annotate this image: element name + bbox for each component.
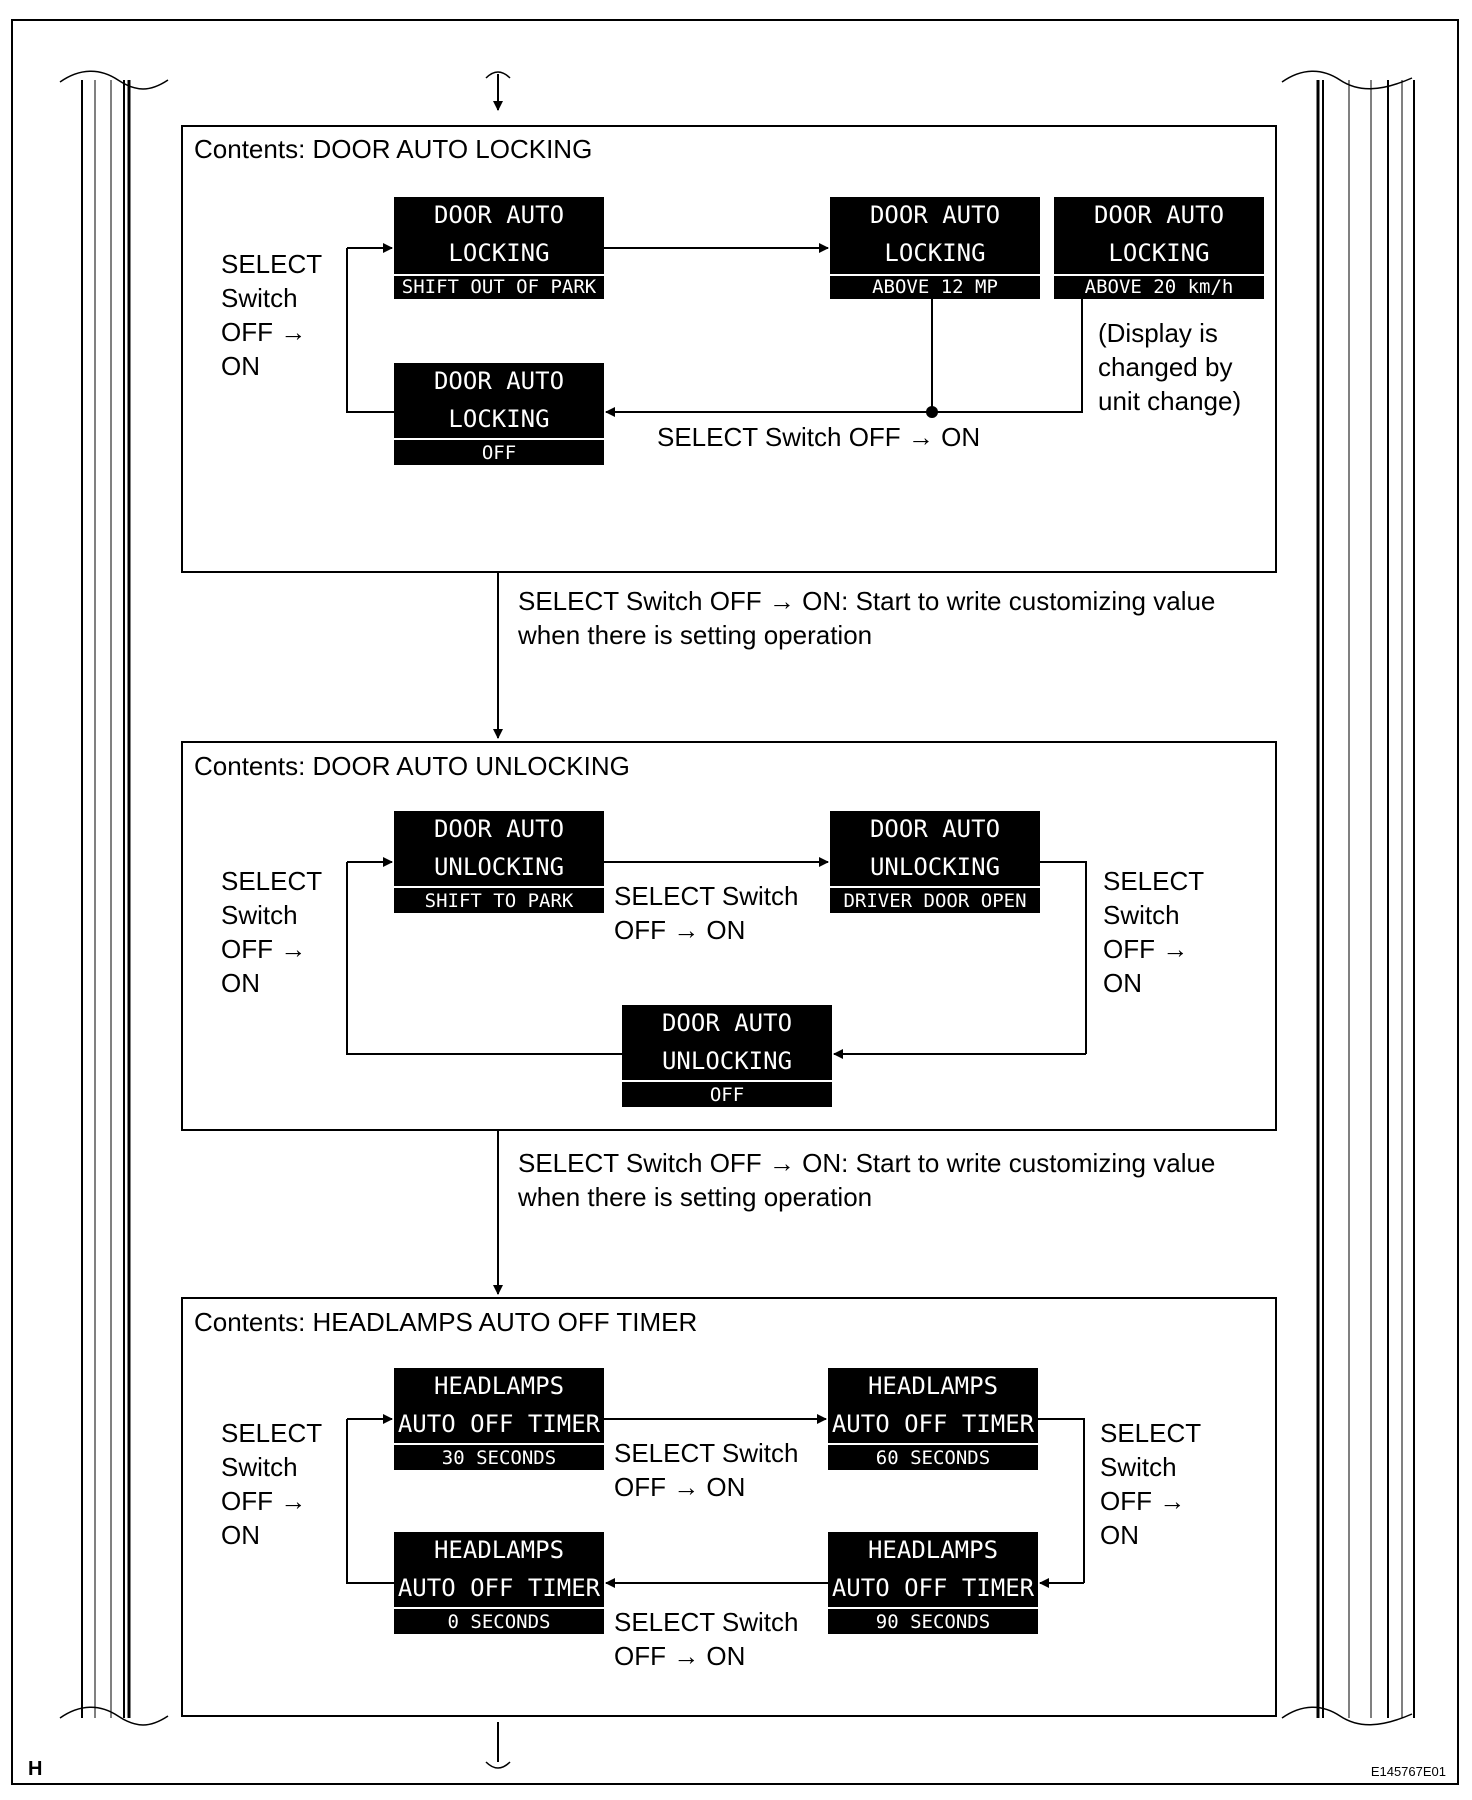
section-box <box>181 741 1277 1131</box>
svg-text:AUTO OFF TIMER: AUTO OFF TIMER <box>832 1410 1035 1438</box>
display-driver-door-open: DOOR AUTO UNLOCKING DRIVER DOOR OPEN <box>830 811 1040 913</box>
svg-text:30 SECONDS: 30 SECONDS <box>442 1447 556 1469</box>
svg-text:DOOR AUTO: DOOR AUTO <box>434 815 564 843</box>
section-box <box>181 125 1277 573</box>
svg-text:90 SECONDS: 90 SECONDS <box>876 1611 990 1633</box>
display-60-seconds: HEADLAMPS AUTO OFF TIMER 60 SECONDS <box>828 1368 1038 1470</box>
svg-text:LOCKING: LOCKING <box>1108 239 1209 267</box>
svg-text:HEADLAMPS: HEADLAMPS <box>434 1536 564 1564</box>
display-above-20-kmh: DOOR AUTO LOCKING ABOVE 20 km/h <box>1054 197 1264 299</box>
display-30-seconds: HEADLAMPS AUTO OFF TIMER 30 SECONDS <box>394 1368 604 1470</box>
svg-text:UNLOCKING: UNLOCKING <box>434 853 564 881</box>
select-switch-middle-label: SELECT Switch OFF → ON <box>614 881 806 945</box>
svg-text:AUTO OFF TIMER: AUTO OFF TIMER <box>832 1574 1035 1602</box>
svg-text:LOCKING: LOCKING <box>448 405 549 433</box>
bottom-continuation <box>485 1722 511 1769</box>
transition-1: SELECT Switch OFF → ON: Start to write c… <box>493 572 1223 739</box>
svg-text:DOOR AUTO: DOOR AUTO <box>434 367 564 395</box>
display-90-seconds: HEADLAMPS AUTO OFF TIMER 90 SECONDS <box>828 1532 1038 1634</box>
svg-text:AUTO OFF TIMER: AUTO OFF TIMER <box>398 1574 601 1602</box>
display-0-seconds: HEADLAMPS AUTO OFF TIMER 0 SECONDS <box>394 1532 604 1634</box>
transition-label: SELECT Switch OFF → ON: Start to write c… <box>517 586 1223 650</box>
corner-label: H <box>28 1758 42 1780</box>
display-off: DOOR AUTO UNLOCKING OFF <box>622 1005 832 1107</box>
transition-2: SELECT Switch OFF → ON: Start to write c… <box>493 1130 1223 1295</box>
display-shift-to-park: DOOR AUTO UNLOCKING SHIFT TO PARK <box>394 811 604 913</box>
select-switch-middle-top-label: SELECT Switch OFF → ON <box>614 1438 806 1502</box>
select-switch-left-label: SELECT Switch OFF → ON <box>221 866 329 998</box>
outer-frame <box>11 19 1459 1785</box>
select-switch-label: SELECT Switch OFF → ON <box>221 249 329 381</box>
select-switch-right-label: SELECT Switch OFF → ON <box>1103 866 1211 998</box>
unit-change-note: (Display is changed by unit change) <box>1098 318 1241 416</box>
svg-text:DRIVER DOOR OPEN: DRIVER DOOR OPEN <box>843 890 1026 912</box>
svg-text:SHIFT TO PARK: SHIFT TO PARK <box>425 890 574 912</box>
section-title: Contents: DOOR AUTO LOCKING <box>194 134 592 164</box>
svg-text:LOCKING: LOCKING <box>884 239 985 267</box>
section-box <box>181 1297 1277 1717</box>
display-above-12-mp: DOOR AUTO LOCKING ABOVE 12 MP <box>830 197 1040 299</box>
select-switch-left-label: SELECT Switch OFF → ON <box>221 1418 329 1550</box>
display-off: DOOR AUTO LOCKING OFF <box>394 363 604 465</box>
svg-text:UNLOCKING: UNLOCKING <box>662 1047 792 1075</box>
transition-label: SELECT Switch OFF → ON: Start to write c… <box>517 1148 1223 1212</box>
svg-text:DOOR AUTO: DOOR AUTO <box>870 815 1000 843</box>
select-switch-middle-bottom-label: SELECT Switch OFF → ON <box>614 1607 806 1671</box>
junction-dot <box>926 406 938 418</box>
section-door-auto-locking: Contents: DOOR AUTO LOCKING SELECT Switc… <box>181 125 1277 573</box>
connector-lines <box>346 243 1083 417</box>
svg-text:DOOR AUTO: DOOR AUTO <box>434 201 564 229</box>
figure-code: E145767E01 <box>1371 1764 1446 1779</box>
svg-text:HEADLAMPS: HEADLAMPS <box>868 1372 998 1400</box>
svg-text:HEADLAMPS: HEADLAMPS <box>434 1372 564 1400</box>
svg-text:LOCKING: LOCKING <box>448 239 549 267</box>
select-switch-bottom-label: SELECT Switch OFF → ON <box>657 422 980 452</box>
connector-lines <box>346 857 1087 1059</box>
select-switch-right-label: SELECT Switch OFF → ON <box>1100 1418 1208 1550</box>
svg-text:AUTO OFF TIMER: AUTO OFF TIMER <box>398 1410 601 1438</box>
svg-text:HEADLAMPS: HEADLAMPS <box>868 1536 998 1564</box>
svg-text:OFF: OFF <box>482 442 516 464</box>
svg-text:OFF: OFF <box>710 1084 744 1106</box>
left-rail <box>59 70 169 1726</box>
svg-text:UNLOCKING: UNLOCKING <box>870 853 1000 881</box>
right-rail <box>1281 70 1415 1726</box>
svg-text:ABOVE 20 km/h: ABOVE 20 km/h <box>1085 276 1234 298</box>
section-title: Contents: HEADLAMPS AUTO OFF TIMER <box>194 1307 697 1337</box>
svg-text:DOOR AUTO: DOOR AUTO <box>662 1009 792 1037</box>
section-headlamps-auto-off-timer: Contents: HEADLAMPS AUTO OFF TIMER SELEC… <box>181 1297 1277 1717</box>
top-continuation <box>485 71 511 111</box>
section-title: Contents: DOOR AUTO UNLOCKING <box>194 751 630 781</box>
svg-text:ABOVE 12 MP: ABOVE 12 MP <box>872 276 998 298</box>
svg-text:0 SECONDS: 0 SECONDS <box>448 1611 551 1633</box>
svg-text:60 SECONDS: 60 SECONDS <box>876 1447 990 1469</box>
section-door-auto-unlocking: Contents: DOOR AUTO UNLOCKING SELECT Swi… <box>181 741 1277 1131</box>
connector-lines <box>346 1414 1085 1588</box>
svg-text:DOOR AUTO: DOOR AUTO <box>1094 201 1224 229</box>
display-shift-out-of-park: DOOR AUTO LOCKING SHIFT OUT OF PARK <box>394 197 604 299</box>
svg-text:DOOR AUTO: DOOR AUTO <box>870 201 1000 229</box>
svg-text:SHIFT OUT OF PARK: SHIFT OUT OF PARK <box>402 276 597 298</box>
